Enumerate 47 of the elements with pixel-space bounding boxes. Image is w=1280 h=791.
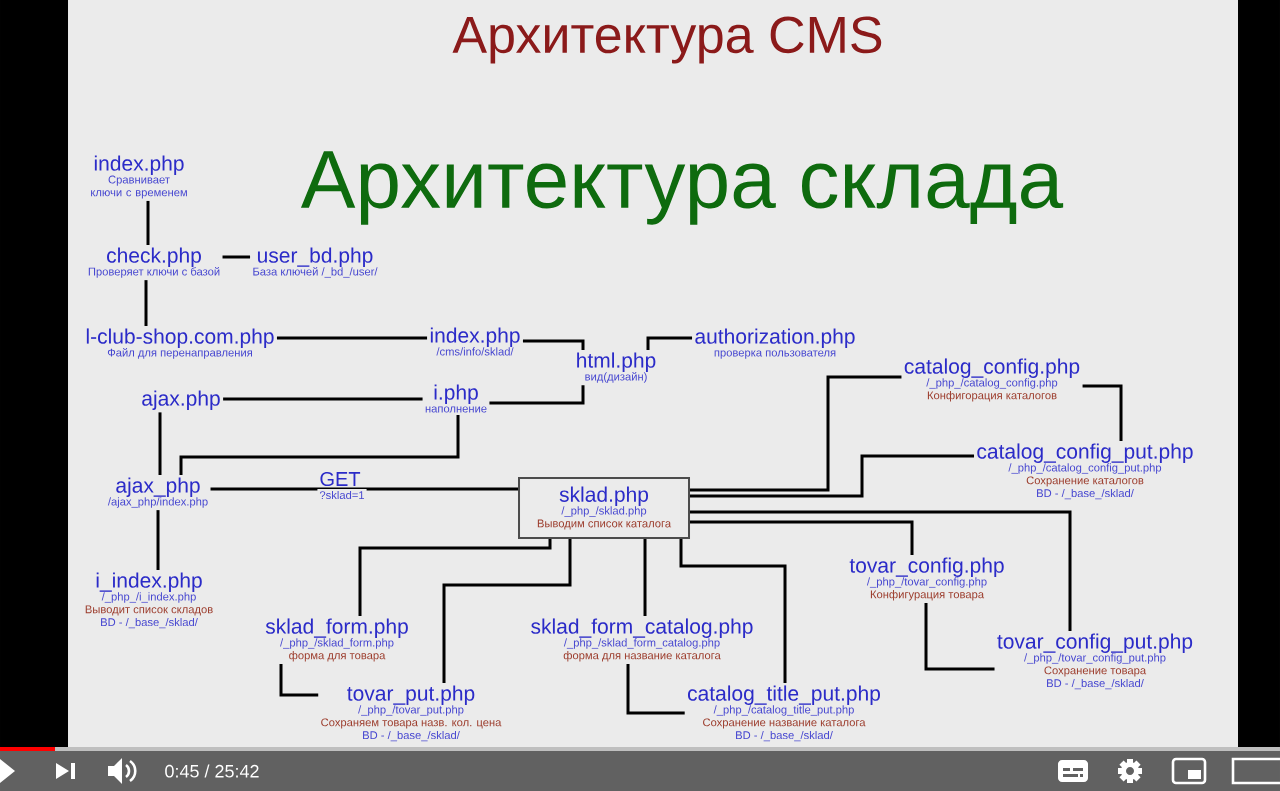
- file-label: l-club-shop.com.php Файл для перенаправления: [86, 328, 274, 359]
- file-label: tovar_put.php /_php_/tovar_put.php Сохраняем товара назв. кол. цена BD - /_base_/sklad/: [321, 685, 502, 742]
- file-label: index.php /cms/info/sklad/: [430, 327, 520, 356]
- connector-line: [643, 539, 647, 616]
- connector-line: [358, 539, 552, 616]
- connector-line: [156, 510, 160, 570]
- connector-line: [924, 602, 995, 671]
- file-label: user_bd.php База ключей /_bd_/user/: [253, 247, 378, 278]
- file-label: catalog_title_put.php /_php_/catalog_title_put.php Сохранение название каталога BD - /_base_/sklad/: [688, 685, 880, 742]
- video-time: 0:45 / 25:42: [165, 764, 259, 778]
- connector-line: [223, 397, 423, 401]
- connector-line: [442, 539, 572, 683]
- connector-line: [690, 510, 1072, 631]
- subtitle: Архитектура склада: [300, 151, 1064, 225]
- connector-line: [522, 339, 585, 350]
- connector-line: [279, 663, 319, 697]
- process-box: sklad.php /_php_/sklad.php Выводим список каталога: [518, 477, 690, 539]
- connector-line: [690, 454, 974, 498]
- connector-line: [690, 375, 902, 492]
- file-label: i_index.php /_php_/i_index.php Выводит список складов BD - /_base_/sklad/: [85, 572, 213, 629]
- connector-line: [1082, 384, 1123, 441]
- connector-line: [179, 414, 460, 475]
- file-label: tovar_config_put.php /_php_/tovar_config_put.php Сохранение товара BD - /_base_/sklad/: [997, 633, 1193, 690]
- file-label: check.php Проверяет ключи с базой: [88, 247, 220, 278]
- connector-line: [210, 487, 518, 491]
- file-label: authorization.php проверка пользователя: [695, 328, 855, 359]
- connector-line: [690, 520, 914, 555]
- file-label: index.php Сравнивает ключи с временем: [91, 155, 187, 199]
- file-label: sklad_form.php /_php_/sklad_form.php форма для товара: [265, 618, 408, 662]
- file-label: ajax.php: [142, 390, 220, 410]
- file-label: sklad_form_catalog.php /_php_/sklad_form_catalog.php форма для название каталога: [531, 618, 753, 662]
- connector-line: [679, 539, 787, 683]
- connector-line: [158, 412, 162, 475]
- title: Архитектура CMS: [452, 16, 882, 64]
- file-label: html.php вид(дизайн): [577, 352, 656, 383]
- connector-line: [489, 385, 585, 405]
- connector-line: [626, 663, 685, 715]
- file-label: catalog_config_put.php /_php_/catalog_config_put.php Сохранение каталогов BD - /_base_/sklad/: [977, 443, 1193, 500]
- file-label: catalog_config.php /_php_/catalog_config.php Конфигорация каталогов: [904, 358, 1080, 402]
- connector-line: [646, 336, 693, 350]
- connector-line: [146, 200, 150, 245]
- file-label: tovar_config.php /_php_/tovar_config.php Конфигурация товара: [849, 557, 1004, 601]
- connector-line: [222, 255, 251, 259]
- file-label: ajax_php /ajax_php/index.php: [107, 477, 208, 508]
- file-label: i.php наполнение: [425, 384, 487, 413]
- connector-line: [276, 336, 428, 340]
- connector-line: [144, 280, 148, 326]
